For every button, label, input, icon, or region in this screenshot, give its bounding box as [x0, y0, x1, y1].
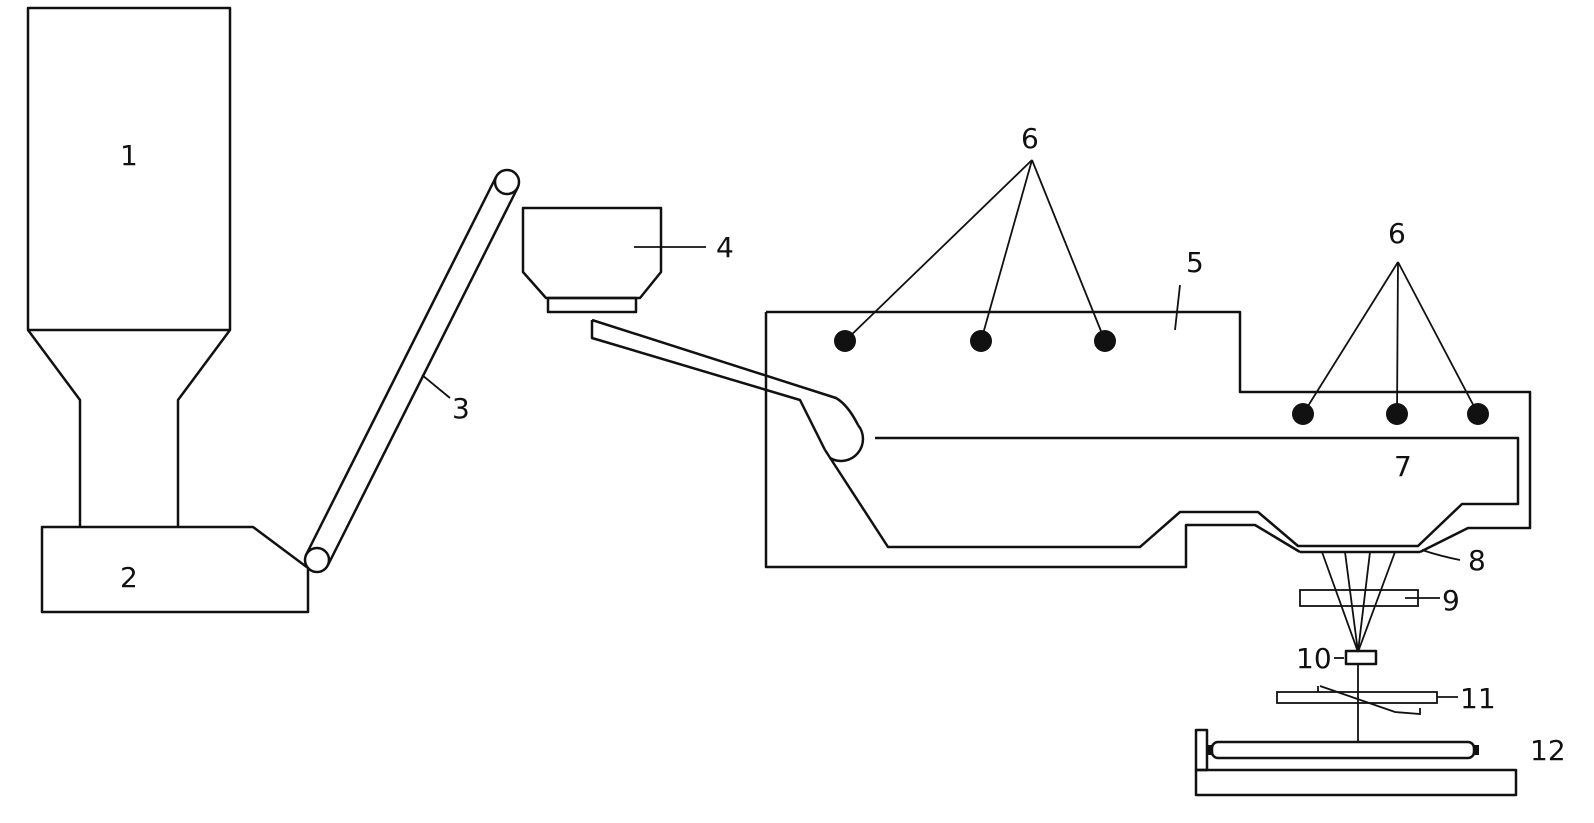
traverse — [1276, 685, 1458, 715]
label-base: 2 — [120, 561, 138, 594]
feed-chute — [590, 318, 860, 451]
heater-dot — [1386, 403, 1408, 425]
label-heaters-right: 6 — [1388, 217, 1406, 250]
inclined-conveyor — [303, 168, 521, 574]
heater-dot — [970, 330, 992, 352]
label-gathering-shoe: 10 — [1296, 642, 1332, 675]
hopper — [521, 206, 706, 314]
label-furnace: 5 — [1186, 246, 1204, 279]
gathering-shoe — [1344, 649, 1378, 666]
heater-dot — [1467, 403, 1489, 425]
fiber-fan — [1321, 551, 1396, 653]
furnace — [764, 284, 1532, 569]
heater-dot — [1094, 330, 1116, 352]
label-bushing: 8 — [1468, 544, 1486, 577]
label-melt: 7 — [1394, 450, 1412, 483]
heater-dot — [1292, 403, 1314, 425]
sizing-applicator — [1299, 589, 1419, 607]
label-silo: 1 — [120, 139, 138, 172]
heaters-right — [1292, 261, 1489, 425]
winder — [1194, 728, 1518, 797]
label-heaters-left: 6 — [1021, 122, 1039, 155]
label-winder: 12 — [1530, 734, 1566, 767]
silo — [26, 6, 232, 527]
bushing-leader — [1421, 549, 1461, 561]
label-traverse: 11 — [1460, 682, 1496, 715]
heater-dot — [834, 330, 856, 352]
feed-roll — [829, 424, 865, 463]
label-conveyor: 3 — [452, 392, 470, 425]
label-hopper: 4 — [716, 231, 734, 264]
heaters-left — [834, 159, 1116, 352]
feeder-base — [40, 525, 310, 614]
label-sizing-unit: 9 — [1442, 584, 1460, 617]
